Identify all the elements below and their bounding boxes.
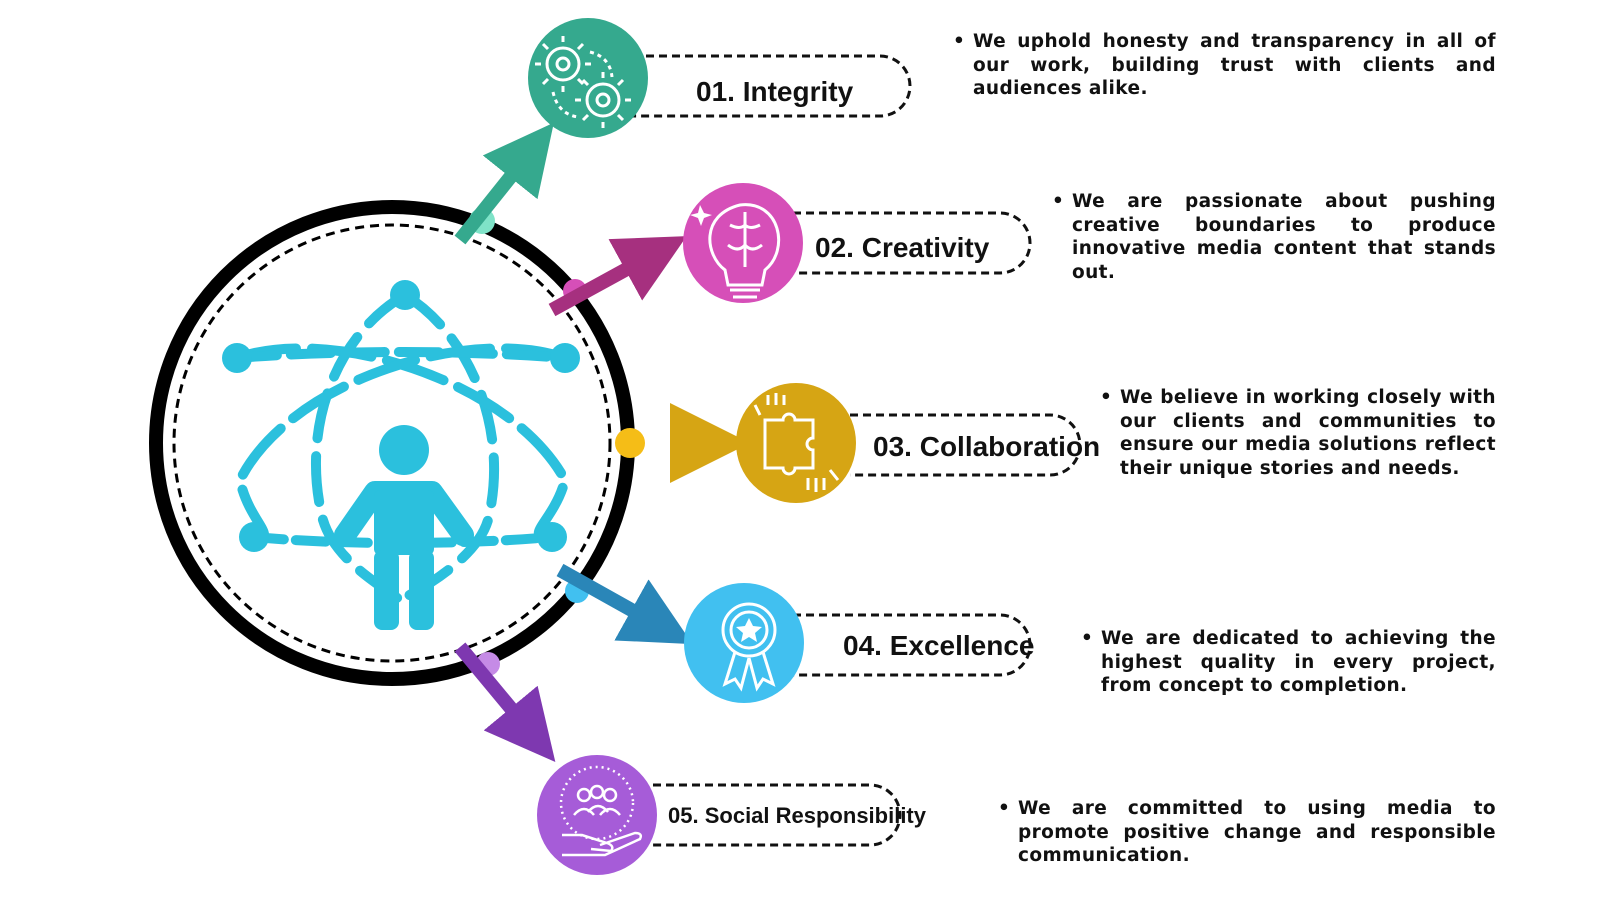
bullet-icon: • <box>1081 628 1094 649</box>
value-collaboration: 03. Collaboration <box>736 383 1100 503</box>
excellence-description: •We are dedicated to achieving the highe… <box>1081 628 1496 696</box>
gears-icon <box>535 36 631 128</box>
collaboration-label-pill <box>850 413 1082 477</box>
collaboration-title: 03. Collaboration <box>873 431 1100 462</box>
social-label-pill <box>640 783 902 847</box>
excellence-arrow <box>556 563 693 645</box>
value-integrity: 01. Integrity <box>528 18 912 138</box>
integrity-icon-circle <box>528 18 648 138</box>
excellence-title: 04. Excellence <box>843 630 1035 661</box>
collaboration-icon-circle <box>736 383 856 503</box>
bullet-icon: • <box>998 798 1011 819</box>
creativity-description: •We are passionate about pushing creativ… <box>1052 191 1496 283</box>
community-hand-icon <box>559 765 643 857</box>
creativity-icon-circle <box>683 183 803 303</box>
excellence-label-pill <box>780 613 1032 677</box>
brain-lightbulb-icon <box>690 203 781 299</box>
atom-person-icon <box>222 280 580 630</box>
collaboration-description: •We believe in working closely with our … <box>1100 387 1496 479</box>
creativity-label-pill <box>780 211 1032 275</box>
excellence-icon-circle <box>684 583 804 703</box>
creativity-title: 02. Creativity <box>815 232 990 263</box>
integrity-description: •We uphold honesty and transparency in a… <box>953 31 1496 99</box>
integrity-title: 01. Integrity <box>696 76 854 107</box>
bullet-icon: • <box>1052 191 1065 212</box>
collaboration-ring-dot <box>615 428 645 458</box>
bullet-icon: • <box>1100 387 1113 408</box>
puzzle-hands-icon <box>753 393 840 492</box>
award-ribbon-icon <box>721 602 777 692</box>
integrity-arrow <box>454 122 554 245</box>
value-excellence: 04. Excellence <box>684 583 1035 703</box>
creativity-arrow <box>548 236 687 317</box>
value-social-responsibility: 05. Social Responsibility <box>537 755 927 875</box>
social-arrow <box>454 642 556 762</box>
social-title: 05. Social Responsibility <box>668 803 927 828</box>
social-description: •We are committed to using media to prom… <box>998 798 1496 866</box>
bullet-icon: • <box>953 31 966 52</box>
value-creativity: 02. Creativity <box>683 183 1032 303</box>
social-icon-circle <box>537 755 657 875</box>
integrity-label-pill <box>620 54 912 118</box>
